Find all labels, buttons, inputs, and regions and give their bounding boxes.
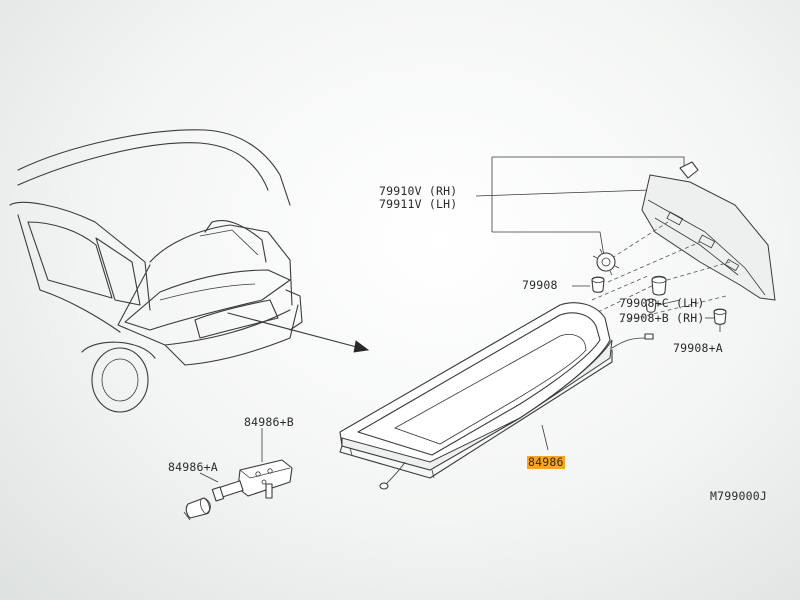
vehicle-roof <box>17 129 291 206</box>
vehicle-roof-rail <box>17 142 269 191</box>
trim-slot-3 <box>724 258 740 272</box>
label-79908-b: 79908+B (RH) <box>619 311 705 325</box>
trim-panel-body <box>641 174 776 301</box>
vehicle-tonneau-inner <box>159 283 256 301</box>
tonneau-board <box>339 302 654 490</box>
vehicle-side-window <box>27 221 113 299</box>
board-holders <box>183 459 293 521</box>
clip-79908b-small <box>645 298 657 313</box>
vehicle-tonneau-installed <box>124 269 291 331</box>
board-inset <box>394 334 587 445</box>
holder-b <box>211 459 293 502</box>
vehicle-tail-lamp <box>285 289 303 331</box>
vehicle-wheel-arch <box>81 341 156 359</box>
vehicle-rear-wheel <box>91 347 149 413</box>
label-84986-b: 84986+B <box>244 415 294 429</box>
location-arrow <box>227 312 370 353</box>
bracket-bottom <box>492 231 605 257</box>
label-84986-a: 84986+A <box>168 460 218 474</box>
vehicle-rear-quarter-window <box>95 237 141 306</box>
vehicle-cargo-floor <box>117 264 291 346</box>
trim-slot-2 <box>698 234 716 249</box>
bracket-top <box>492 156 685 170</box>
label-79910v-rh: 79910V (RH) <box>379 184 458 198</box>
vehicle-rear-window <box>194 299 279 339</box>
board-string-right <box>611 337 646 349</box>
diagram-reference-code: M799000J <box>710 489 767 503</box>
board-top <box>339 302 611 471</box>
leader-lines <box>199 156 721 483</box>
trim-panel-crease <box>647 199 766 296</box>
vehicle-door-line <box>17 214 121 333</box>
vehicle-rear-wheel-rim <box>101 358 139 402</box>
clip-gear <box>592 248 620 276</box>
clip-79908 <box>591 276 605 293</box>
leader-84986 <box>541 424 549 451</box>
vehicle-hatch-top <box>149 224 293 306</box>
vehicle-bumper <box>164 304 299 366</box>
trim-clip-top <box>679 161 699 179</box>
label-79908: 79908 <box>522 278 558 292</box>
board-string-left-end <box>379 482 389 490</box>
vehicle-hatch-strut <box>199 229 259 256</box>
label-79911v-lh: 79911V (LH) <box>379 197 458 211</box>
trim-slot-1 <box>666 211 684 226</box>
clips <box>591 248 727 325</box>
board-edge <box>341 339 613 471</box>
clip-79908c <box>651 275 667 296</box>
board-bottom-edge <box>339 349 613 479</box>
board-string-right-end <box>644 333 654 340</box>
leader-79908c <box>657 299 681 306</box>
board-frame <box>357 312 601 456</box>
leader-rh <box>475 189 651 197</box>
vehicle-side-line <box>9 201 151 311</box>
board-pins <box>349 447 435 479</box>
side-trim-panel <box>641 161 776 301</box>
assembly-lines <box>591 221 731 323</box>
vehicle-hatch-hinge <box>204 220 267 263</box>
label-79908-a: 79908+A <box>673 341 723 355</box>
clip-79908b <box>713 308 727 325</box>
holder-a <box>183 497 211 521</box>
label-79908-c: 79908+C (LH) <box>619 296 705 310</box>
label-84986-highlighted: 84986 <box>527 455 565 469</box>
vehicle-illustration <box>9 129 303 413</box>
board-string-left <box>385 461 406 485</box>
leader-84986a <box>199 472 219 483</box>
